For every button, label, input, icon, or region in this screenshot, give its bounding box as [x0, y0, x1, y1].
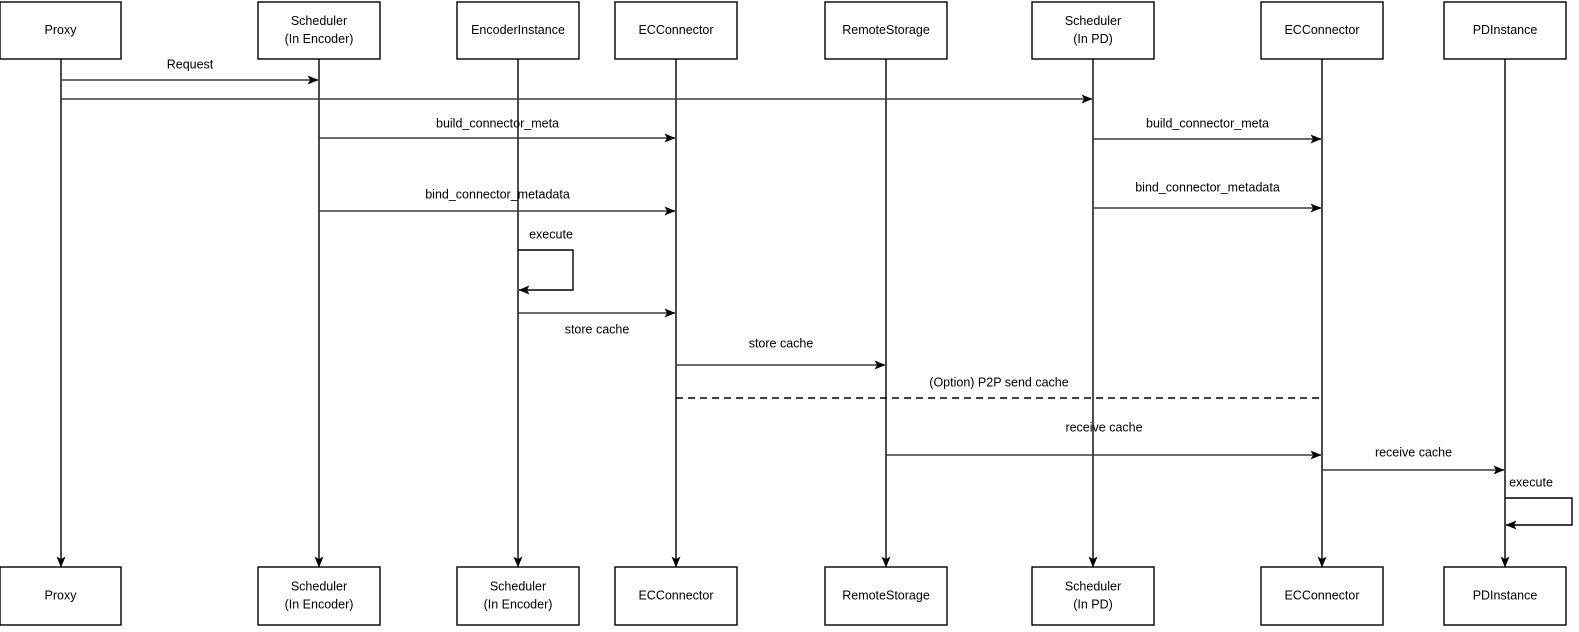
- participant-box-rect: [0, 1, 122, 60]
- participant-label-line2: (In Encoder): [285, 32, 354, 46]
- participant-label: Proxy: [45, 23, 78, 37]
- message-label: store cache: [749, 336, 814, 350]
- participant-label: ECConnector: [1284, 23, 1359, 37]
- participant-box-rect: [257, 566, 381, 626]
- participant-box-bottom-sched_pd[interactable]: Scheduler (In PD): [1031, 566, 1155, 626]
- message-label: store cache: [565, 322, 630, 336]
- self-message-path: [518, 249, 574, 295]
- participant-label-line2: (In PD): [1073, 597, 1113, 611]
- participant-box-bottom-sched_enc[interactable]: Scheduler (In Encoder): [257, 566, 381, 626]
- participant-box-bottom-encoder_inst[interactable]: Scheduler (In Encoder): [456, 566, 580, 626]
- participant-label-line2: (In Encoder): [285, 597, 354, 611]
- lifelines-layer: [56, 59, 1510, 568]
- participant-label: ECConnector: [638, 23, 713, 37]
- participant-label-line2: (In Encoder): [484, 597, 553, 611]
- message-label: build_connector_meta: [1146, 116, 1269, 130]
- participant-box-top-encoder_inst[interactable]: EncoderInstance: [456, 1, 580, 60]
- message-label: receive cache: [1065, 420, 1142, 434]
- bottom-participant-boxes-layer: Proxy Scheduler (In Encoder) Scheduler (In E…: [0, 566, 1567, 626]
- participant-box-rect: [1443, 566, 1567, 626]
- participant-box-rect: [824, 1, 948, 60]
- participant-box-rect: [614, 566, 738, 626]
- participant-label-line1: Scheduler: [490, 579, 546, 593]
- message-m3[interactable]: build_connector_meta: [319, 116, 676, 143]
- self-message-label: execute: [529, 227, 573, 241]
- participant-label: Proxy: [45, 588, 78, 602]
- participant-box-rect: [0, 566, 122, 626]
- self-messages-layer: execute execute: [518, 227, 1573, 530]
- participant-box-top-pd_inst[interactable]: PDInstance: [1443, 1, 1567, 60]
- participant-label: PDInstance: [1473, 588, 1538, 602]
- self-message-s2[interactable]: execute: [1505, 475, 1573, 530]
- participant-box-bottom-proxy[interactable]: Proxy: [0, 566, 122, 626]
- message-m4[interactable]: build_connector_meta: [1093, 116, 1322, 144]
- participant-label-line2: (In PD): [1073, 32, 1113, 46]
- message-m7[interactable]: store cache: [518, 308, 676, 336]
- participant-label: ECConnector: [1284, 588, 1359, 602]
- participant-label: RemoteStorage: [842, 588, 930, 602]
- message-label: receive cache: [1375, 445, 1452, 459]
- participant-box-rect: [1260, 566, 1384, 626]
- participant-box-rect: [824, 566, 948, 626]
- participant-box-rect: [614, 1, 738, 60]
- message-m9[interactable]: (Option) P2P send cache: [676, 375, 1321, 399]
- participant-label: RemoteStorage: [842, 23, 930, 37]
- participant-label-line1: Scheduler: [291, 14, 347, 28]
- participant-box-rect: [1260, 1, 1384, 60]
- participant-label: EncoderInstance: [471, 23, 565, 37]
- top-participant-boxes-layer: Proxy Scheduler (In Encoder) EncoderInstanc…: [0, 1, 1567, 60]
- participant-label-line1: Scheduler: [1065, 579, 1121, 593]
- message-m8[interactable]: store cache: [676, 336, 886, 370]
- message-label: bind_connector_metadata: [425, 187, 570, 201]
- participant-box-top-proxy[interactable]: Proxy: [0, 1, 122, 60]
- participant-box-bottom-pd_inst[interactable]: PDInstance: [1443, 566, 1567, 626]
- participant-label: PDInstance: [1473, 23, 1538, 37]
- participant-box-top-ecconn_left[interactable]: ECConnector: [614, 1, 738, 60]
- message-label: bind_connector_metadata: [1135, 180, 1280, 194]
- participant-box-rect: [1031, 566, 1155, 626]
- participant-label-line1: Scheduler: [291, 579, 347, 593]
- participant-box-rect: [1443, 1, 1567, 60]
- messages-layer: Request build_connector_meta build_connect…: [61, 57, 1505, 475]
- message-label: Request: [167, 57, 214, 71]
- participant-box-top-remote_store[interactable]: RemoteStorage: [824, 1, 948, 60]
- self-message-label: execute: [1509, 475, 1553, 489]
- participant-label-line1: Scheduler: [1065, 14, 1121, 28]
- message-m11[interactable]: receive cache: [1322, 445, 1505, 475]
- participant-box-bottom-ecconn_left[interactable]: ECConnector: [614, 566, 738, 626]
- participant-box-top-sched_enc[interactable]: Scheduler (In Encoder): [257, 1, 381, 60]
- message-m1[interactable]: Request: [61, 57, 319, 85]
- self-message-s1[interactable]: execute: [518, 227, 574, 295]
- participant-box-bottom-remote_store[interactable]: RemoteStorage: [824, 566, 948, 626]
- participant-box-top-ecconn_right[interactable]: ECConnector: [1260, 1, 1384, 60]
- participant-box-rect: [1031, 1, 1155, 60]
- participant-box-rect: [456, 566, 580, 626]
- participant-box-top-sched_pd[interactable]: Scheduler (In PD): [1031, 1, 1155, 60]
- participant-box-rect: [456, 1, 580, 60]
- participant-box-rect: [257, 1, 381, 60]
- self-message-path: [1505, 497, 1573, 530]
- participant-label: ECConnector: [638, 588, 713, 602]
- message-label: build_connector_meta: [436, 116, 559, 130]
- participant-box-bottom-ecconn_right[interactable]: ECConnector: [1260, 566, 1384, 626]
- message-m6[interactable]: bind_connector_metadata: [1093, 180, 1322, 213]
- message-label: (Option) P2P send cache: [929, 375, 1068, 389]
- message-m5[interactable]: bind_connector_metadata: [319, 187, 676, 216]
- message-m10[interactable]: receive cache: [886, 420, 1322, 460]
